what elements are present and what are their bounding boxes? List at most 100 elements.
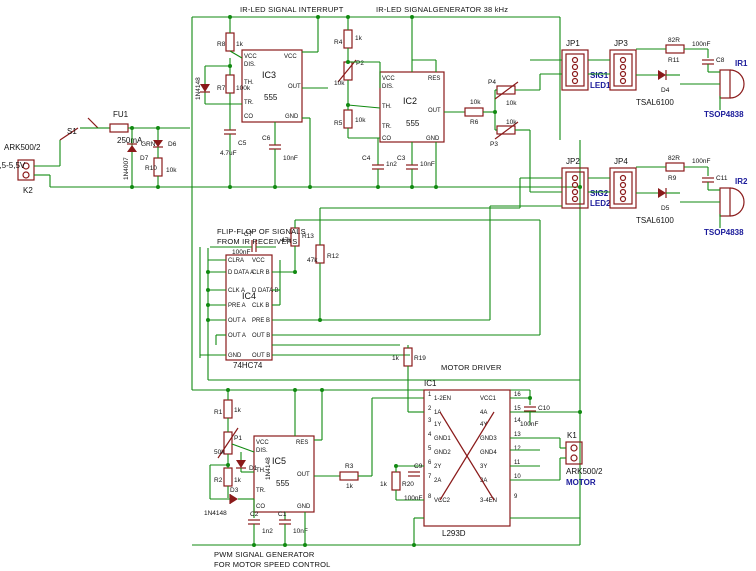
svg-text:100k: 100k <box>236 85 251 92</box>
svg-text:IC5: IC5 <box>272 456 286 466</box>
svg-text:VCC: VCC <box>244 54 257 60</box>
d4-ir-led <box>658 70 666 80</box>
svg-text:50k: 50k <box>214 449 225 456</box>
svg-text:100nF: 100nF <box>232 249 250 256</box>
svg-text:82R: 82R <box>668 155 680 162</box>
d3-diode <box>230 494 238 504</box>
svg-text:10k: 10k <box>470 99 481 106</box>
svg-text:1k: 1k <box>346 483 354 490</box>
jp4-header <box>609 167 637 209</box>
svg-text:TSAL6100: TSAL6100 <box>636 98 674 107</box>
svg-text:R1: R1 <box>214 409 223 416</box>
svg-text:P4: P4 <box>488 79 496 86</box>
fu1-label: FU1 <box>113 110 129 119</box>
ic1-pin-left: 1Y <box>434 422 441 428</box>
ic1-pin-right: 3A <box>480 478 487 484</box>
svg-text:1k: 1k <box>355 35 363 42</box>
svg-text:OUT: OUT <box>288 84 301 90</box>
svg-text:P2: P2 <box>356 60 364 67</box>
svg-text:SIG1: SIG1 <box>590 71 609 80</box>
ic4-pin-left: D DATA A <box>228 270 254 276</box>
svg-text:R5: R5 <box>334 120 343 127</box>
title-pwm-1: PWM SIGNAL GENERATOR <box>214 550 315 559</box>
svg-text:TR.: TR. <box>256 488 266 494</box>
svg-text:C5: C5 <box>238 140 247 147</box>
junctions <box>130 15 582 547</box>
svg-text:100nF: 100nF <box>692 158 710 165</box>
d1-diode <box>236 460 246 468</box>
svg-text:74HC74: 74HC74 <box>233 361 263 370</box>
channel-1: JP1 SIG1 LED1 JP3 82R R11 C8 100nF D4 TS… <box>530 37 748 119</box>
ic2-ref-label: IC2 <box>403 96 417 106</box>
svg-text:JP3: JP3 <box>614 39 628 48</box>
svg-text:1k: 1k <box>234 477 242 484</box>
r9-resistor <box>665 162 685 172</box>
svg-text:47k: 47k <box>281 237 292 244</box>
svg-text:D1: D1 <box>249 465 258 472</box>
svg-text:SIG2: SIG2 <box>590 189 609 198</box>
ic1-pin-num-left: 6 <box>428 460 432 466</box>
svg-text:CO: CO <box>382 136 391 142</box>
ic1-pin-right: 4Y <box>480 422 487 428</box>
ic1-pin-left: 1A <box>434 410 441 416</box>
ic3-type-label: 555 <box>264 93 278 102</box>
svg-text:10k: 10k <box>506 119 517 126</box>
fu1-fuse <box>109 123 129 133</box>
ir1-receiver <box>719 69 731 99</box>
ic4-chip <box>225 254 273 361</box>
svg-text:82R: 82R <box>668 37 680 44</box>
p3-potentiometer <box>496 125 516 135</box>
k2-ref-label: K2 <box>23 186 33 195</box>
ic1-pin-right: 4A <box>480 410 487 416</box>
ic1-pin-num-right: 12 <box>514 446 521 452</box>
r11-resistor <box>665 44 685 54</box>
pots-block: P4 10k P3 10k <box>488 79 540 148</box>
ic1-pin-right: 3-4EN <box>480 498 497 504</box>
d6-color-label: GRN <box>141 141 156 148</box>
r19-resistor <box>403 347 413 367</box>
svg-text:555: 555 <box>406 119 420 128</box>
svg-text:TSOP4838: TSOP4838 <box>704 110 744 119</box>
svg-text:C7: C7 <box>244 231 253 238</box>
svg-text:ARK500/2: ARK500/2 <box>566 467 603 476</box>
svg-text:1k: 1k <box>234 407 242 414</box>
ic1-pin-right: GND4 <box>480 450 497 456</box>
ic1-pin-num-left: 8 <box>428 494 432 500</box>
svg-text:C4: C4 <box>362 155 371 162</box>
svg-text:R8: R8 <box>217 41 226 48</box>
ic4-pin-right: CLR B <box>252 270 270 276</box>
title-flipflop-1: FLIP-FLOP OF SIGNALS <box>217 227 306 236</box>
svg-text:R2: R2 <box>214 477 223 484</box>
svg-text:1k: 1k <box>236 41 244 48</box>
svg-text:TH.: TH. <box>244 80 254 86</box>
r1-resistor <box>223 399 233 419</box>
svg-text:10nF: 10nF <box>293 528 308 535</box>
svg-text:JP4: JP4 <box>614 157 628 166</box>
ic1-pin-right: GND3 <box>480 436 497 442</box>
svg-text:R7: R7 <box>217 85 226 92</box>
jp3-header <box>609 49 637 91</box>
svg-text:R4: R4 <box>334 39 343 46</box>
svg-text:R11: R11 <box>668 57 680 64</box>
title-motor-driver: MOTOR DRIVER <box>441 363 502 372</box>
svg-text:10k: 10k <box>355 117 366 124</box>
svg-text:555: 555 <box>276 479 290 488</box>
ic1-pin-left: 2A <box>434 478 441 484</box>
d6-ref-label: D6 <box>168 141 177 148</box>
svg-text:C6: C6 <box>262 135 271 142</box>
svg-text:D3: D3 <box>230 487 239 494</box>
ic1-pin-right: VCC1 <box>480 396 497 402</box>
ic1-chip <box>423 389 511 527</box>
r2-resistor <box>223 467 233 487</box>
ic4-pin-left: CLK A <box>228 288 245 294</box>
svg-text:R6: R6 <box>470 119 479 126</box>
svg-text:TH.: TH. <box>256 468 266 474</box>
svg-text:10nF: 10nF <box>420 161 435 168</box>
ic1-pin-num-right: 14 <box>514 418 521 424</box>
svg-text:100nF: 100nF <box>692 41 710 48</box>
svg-text:47k: 47k <box>307 257 318 264</box>
voltage-label: 4,5-5,5V <box>0 161 26 170</box>
ic4-pin-left: PRE A <box>228 303 246 309</box>
